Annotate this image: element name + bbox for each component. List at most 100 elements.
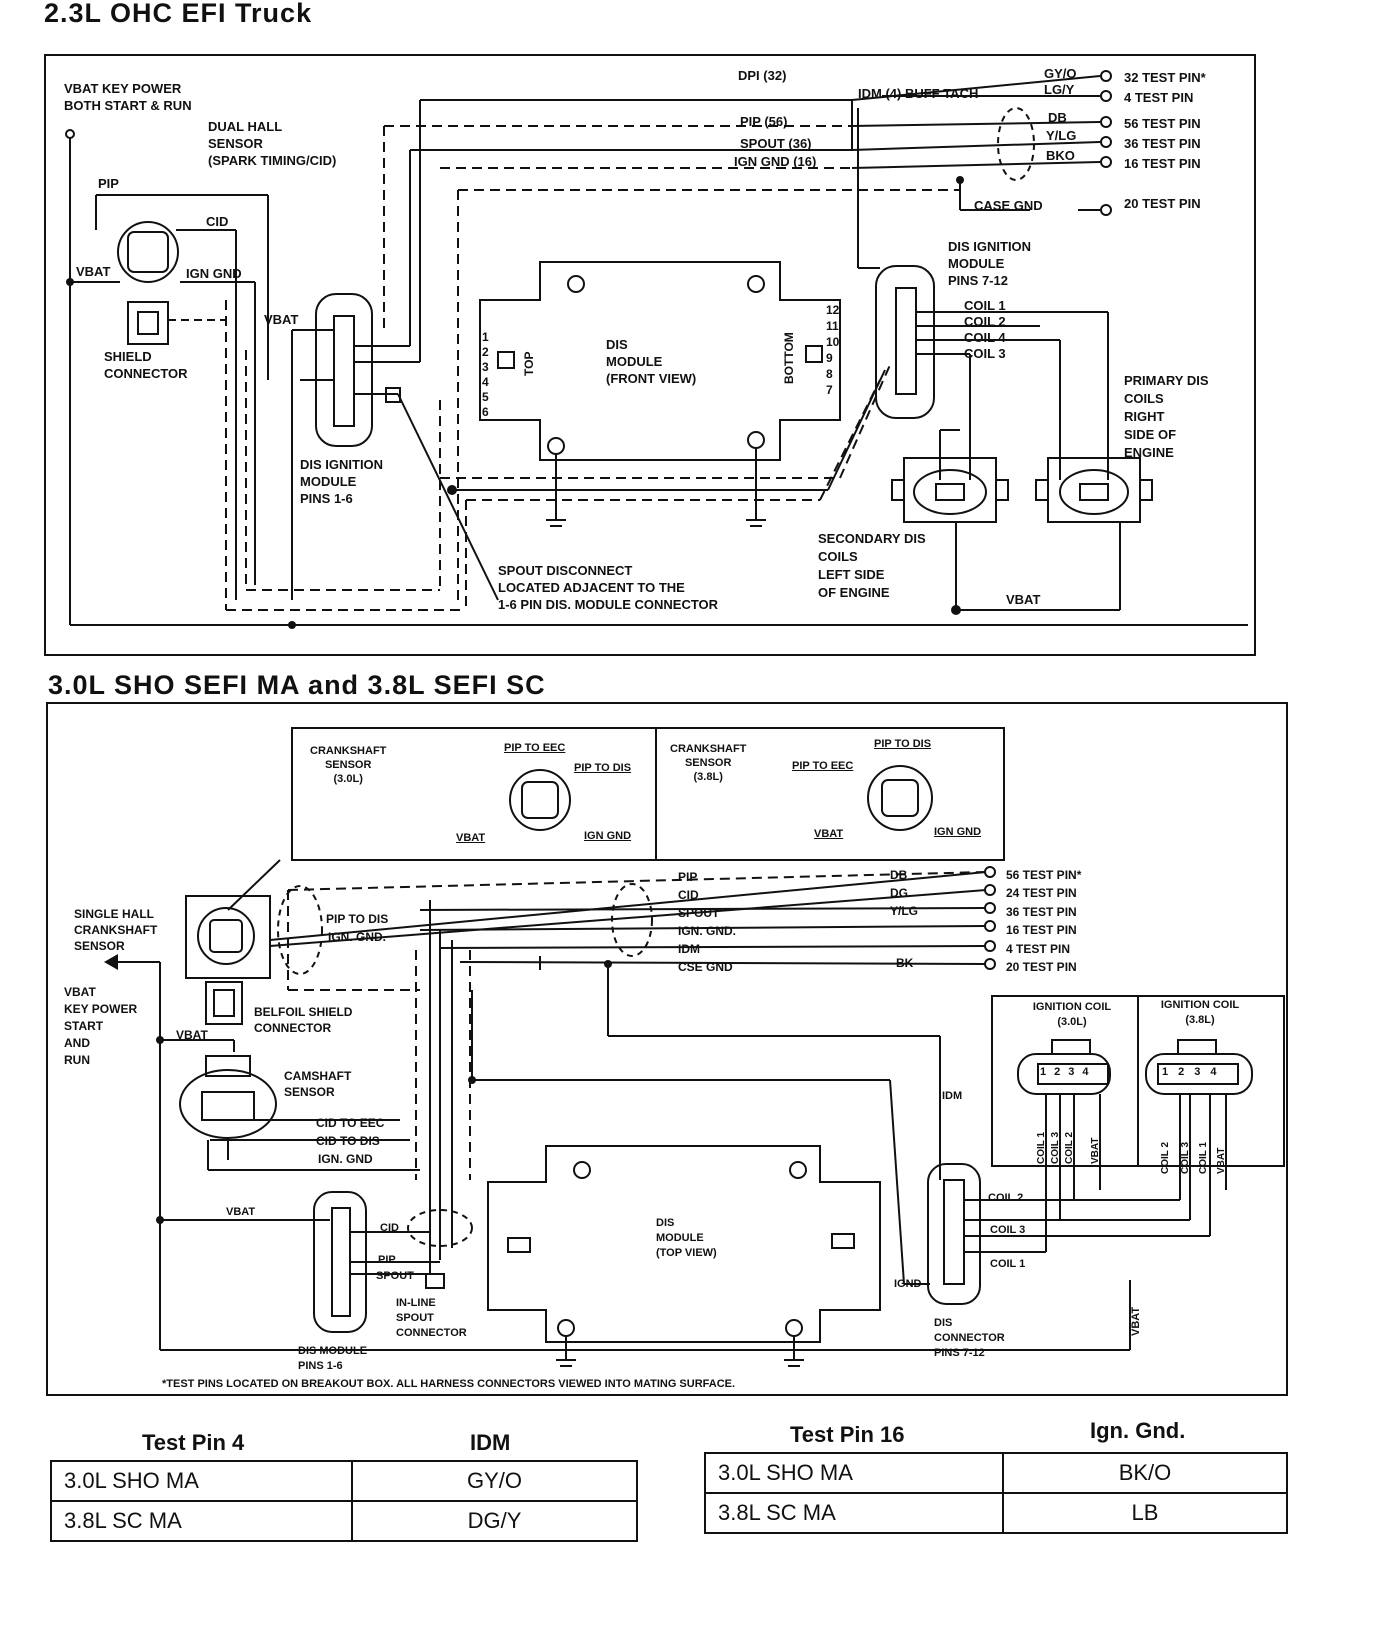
table-row: 3.0L SHO MA GY/O (50, 1460, 638, 1502)
coil-30-wire-1: COIL 1 (1036, 1131, 1047, 1164)
ignition-coil-30-label: IGNITION COIL(3.0L) (1032, 1001, 1112, 1028)
db-wire: DB (1048, 110, 1067, 125)
pip-to-dis-38: PIP TO DIS (874, 738, 932, 750)
table-right-header-1: Test Pin 16 (790, 1422, 905, 1447)
bottom-diagram-title: 3.0L SHO SEFI MA and 3.8L SEFI SC (48, 670, 546, 700)
table-cell: 3.0L SHO MA (704, 1452, 1004, 1494)
bottom-orientation-label: BOTTOM (782, 332, 796, 384)
case-gnd-label: CASE GND (974, 198, 1043, 213)
idm-buff-tach-label: IDM (4) BUFF TACH (858, 86, 979, 101)
cid-to-dis-label: CID TO DIS (316, 1134, 380, 1148)
coil-30-wire-3: COIL 2 (1064, 1131, 1075, 1164)
coil-38-wire-1: COIL 2 (1160, 1141, 1171, 1174)
coil-30-wire-2: COIL 3 (1050, 1131, 1061, 1164)
ign-gnd-38: IGN GND (934, 826, 982, 838)
table-row: 3.8L SC MA DG/Y (50, 1500, 638, 1542)
vbat-38: VBAT (814, 828, 844, 840)
coil-38-wire-2: COIL 3 (1180, 1141, 1191, 1174)
table-cell: DG/Y (351, 1500, 638, 1542)
vbat-30: VBAT (456, 832, 486, 844)
vbat2-label: VBAT (264, 312, 299, 327)
bk-wire-color: BK (896, 956, 914, 970)
table-cell: 3.8L SC MA (704, 1492, 1004, 1534)
coil2-label: COIL 2 (988, 1192, 1024, 1204)
table-right-header-2: Ign. Gnd. (1090, 1418, 1186, 1443)
top-wiring-diagram (65, 70, 1248, 629)
spout36-label: SPOUT (36) (740, 136, 812, 151)
lg-y-wire: LG/Y (1044, 82, 1075, 97)
spout-wire-label: SPOUT (376, 1270, 414, 1282)
pip-to-eec-38: PIP TO EEC (792, 760, 854, 772)
top-diagram-title: 2.3L OHC EFI Truck (44, 0, 313, 28)
vbat-bottom-label: VBAT (1006, 592, 1041, 607)
coil3-label: COIL 3 (990, 1224, 1026, 1236)
top-orientation-label: TOP (522, 351, 536, 376)
bko-wire: BKO (1046, 148, 1075, 163)
vbat-belfoil: VBAT (176, 1028, 208, 1042)
ign-gnd-wire-label: IGN. GND. (328, 930, 387, 944)
table-cell: 3.0L SHO MA (50, 1460, 353, 1502)
pip-to-eec-30: PIP TO EEC (504, 742, 566, 754)
coil-38-wire-3: COIL 1 (1198, 1141, 1209, 1174)
coil-30-wire-4: VBAT (1090, 1137, 1101, 1164)
pip-label: PIP (98, 176, 119, 191)
table-left-header-1: Test Pin 4 (142, 1430, 245, 1455)
test-pin-16-table: 3.0L SHO MA BK/O 3.8L SC MA LB (704, 1452, 1288, 1534)
vbat-label: VBAT (76, 264, 111, 279)
bottom-wiring-diagram (104, 727, 1285, 1367)
table-row: 3.8L SC MA LB (704, 1492, 1288, 1534)
dpi-label: DPI (32) (738, 68, 787, 83)
table-cell: LB (1002, 1492, 1288, 1534)
igngnd16-label: IGN GND (16) (734, 154, 817, 169)
top-test-pins: 32 TEST PIN*4 TEST PIN (1124, 70, 1206, 105)
pip-to-dis-wire-label: PIP TO DIS (326, 912, 389, 926)
vbat-right-label: VBAT (1130, 1306, 1142, 1336)
pip-to-dis-30: PIP TO DIS (574, 762, 632, 774)
cid-wire-label: CID (380, 1222, 399, 1234)
y-lg-wire: Y/LG (1046, 128, 1077, 143)
top-test-pin-20: 20 TEST PIN (1124, 196, 1201, 211)
ign-gnd-30: IGN GND (584, 830, 632, 842)
table-cell: 3.8L SC MA (50, 1500, 353, 1542)
table-cell: GY/O (351, 1460, 638, 1502)
ignition-coil-38-label: IGNITION COIL(3.8L) (1160, 999, 1240, 1026)
cid-to-eec-label: CID TO EEC (316, 1116, 385, 1130)
footnote: *TEST PINS LOCATED ON BREAKOUT BOX. ALL … (162, 1378, 736, 1390)
idm-label: IDM (942, 1090, 963, 1102)
ign-gnd-cam-label: IGN. GND (318, 1152, 373, 1166)
pip56-label: PIP (56) (740, 114, 788, 129)
table-left-header-2: IDM (470, 1430, 511, 1455)
test-pin-4-table: 3.0L SHO MA GY/O 3.8L SC MA DG/Y (50, 1460, 638, 1542)
table-row: 3.0L SHO MA BK/O (704, 1452, 1288, 1494)
table-cell: BK/O (1002, 1452, 1288, 1494)
gy-o-wire: GY/O (1044, 66, 1077, 81)
ign-gnd-label: IGN GND (186, 266, 242, 281)
vbat-dis-module: VBAT (226, 1206, 256, 1218)
bottom-diagram-frame (46, 702, 1288, 1396)
coil-38-wire-4: VBAT (1216, 1147, 1227, 1174)
